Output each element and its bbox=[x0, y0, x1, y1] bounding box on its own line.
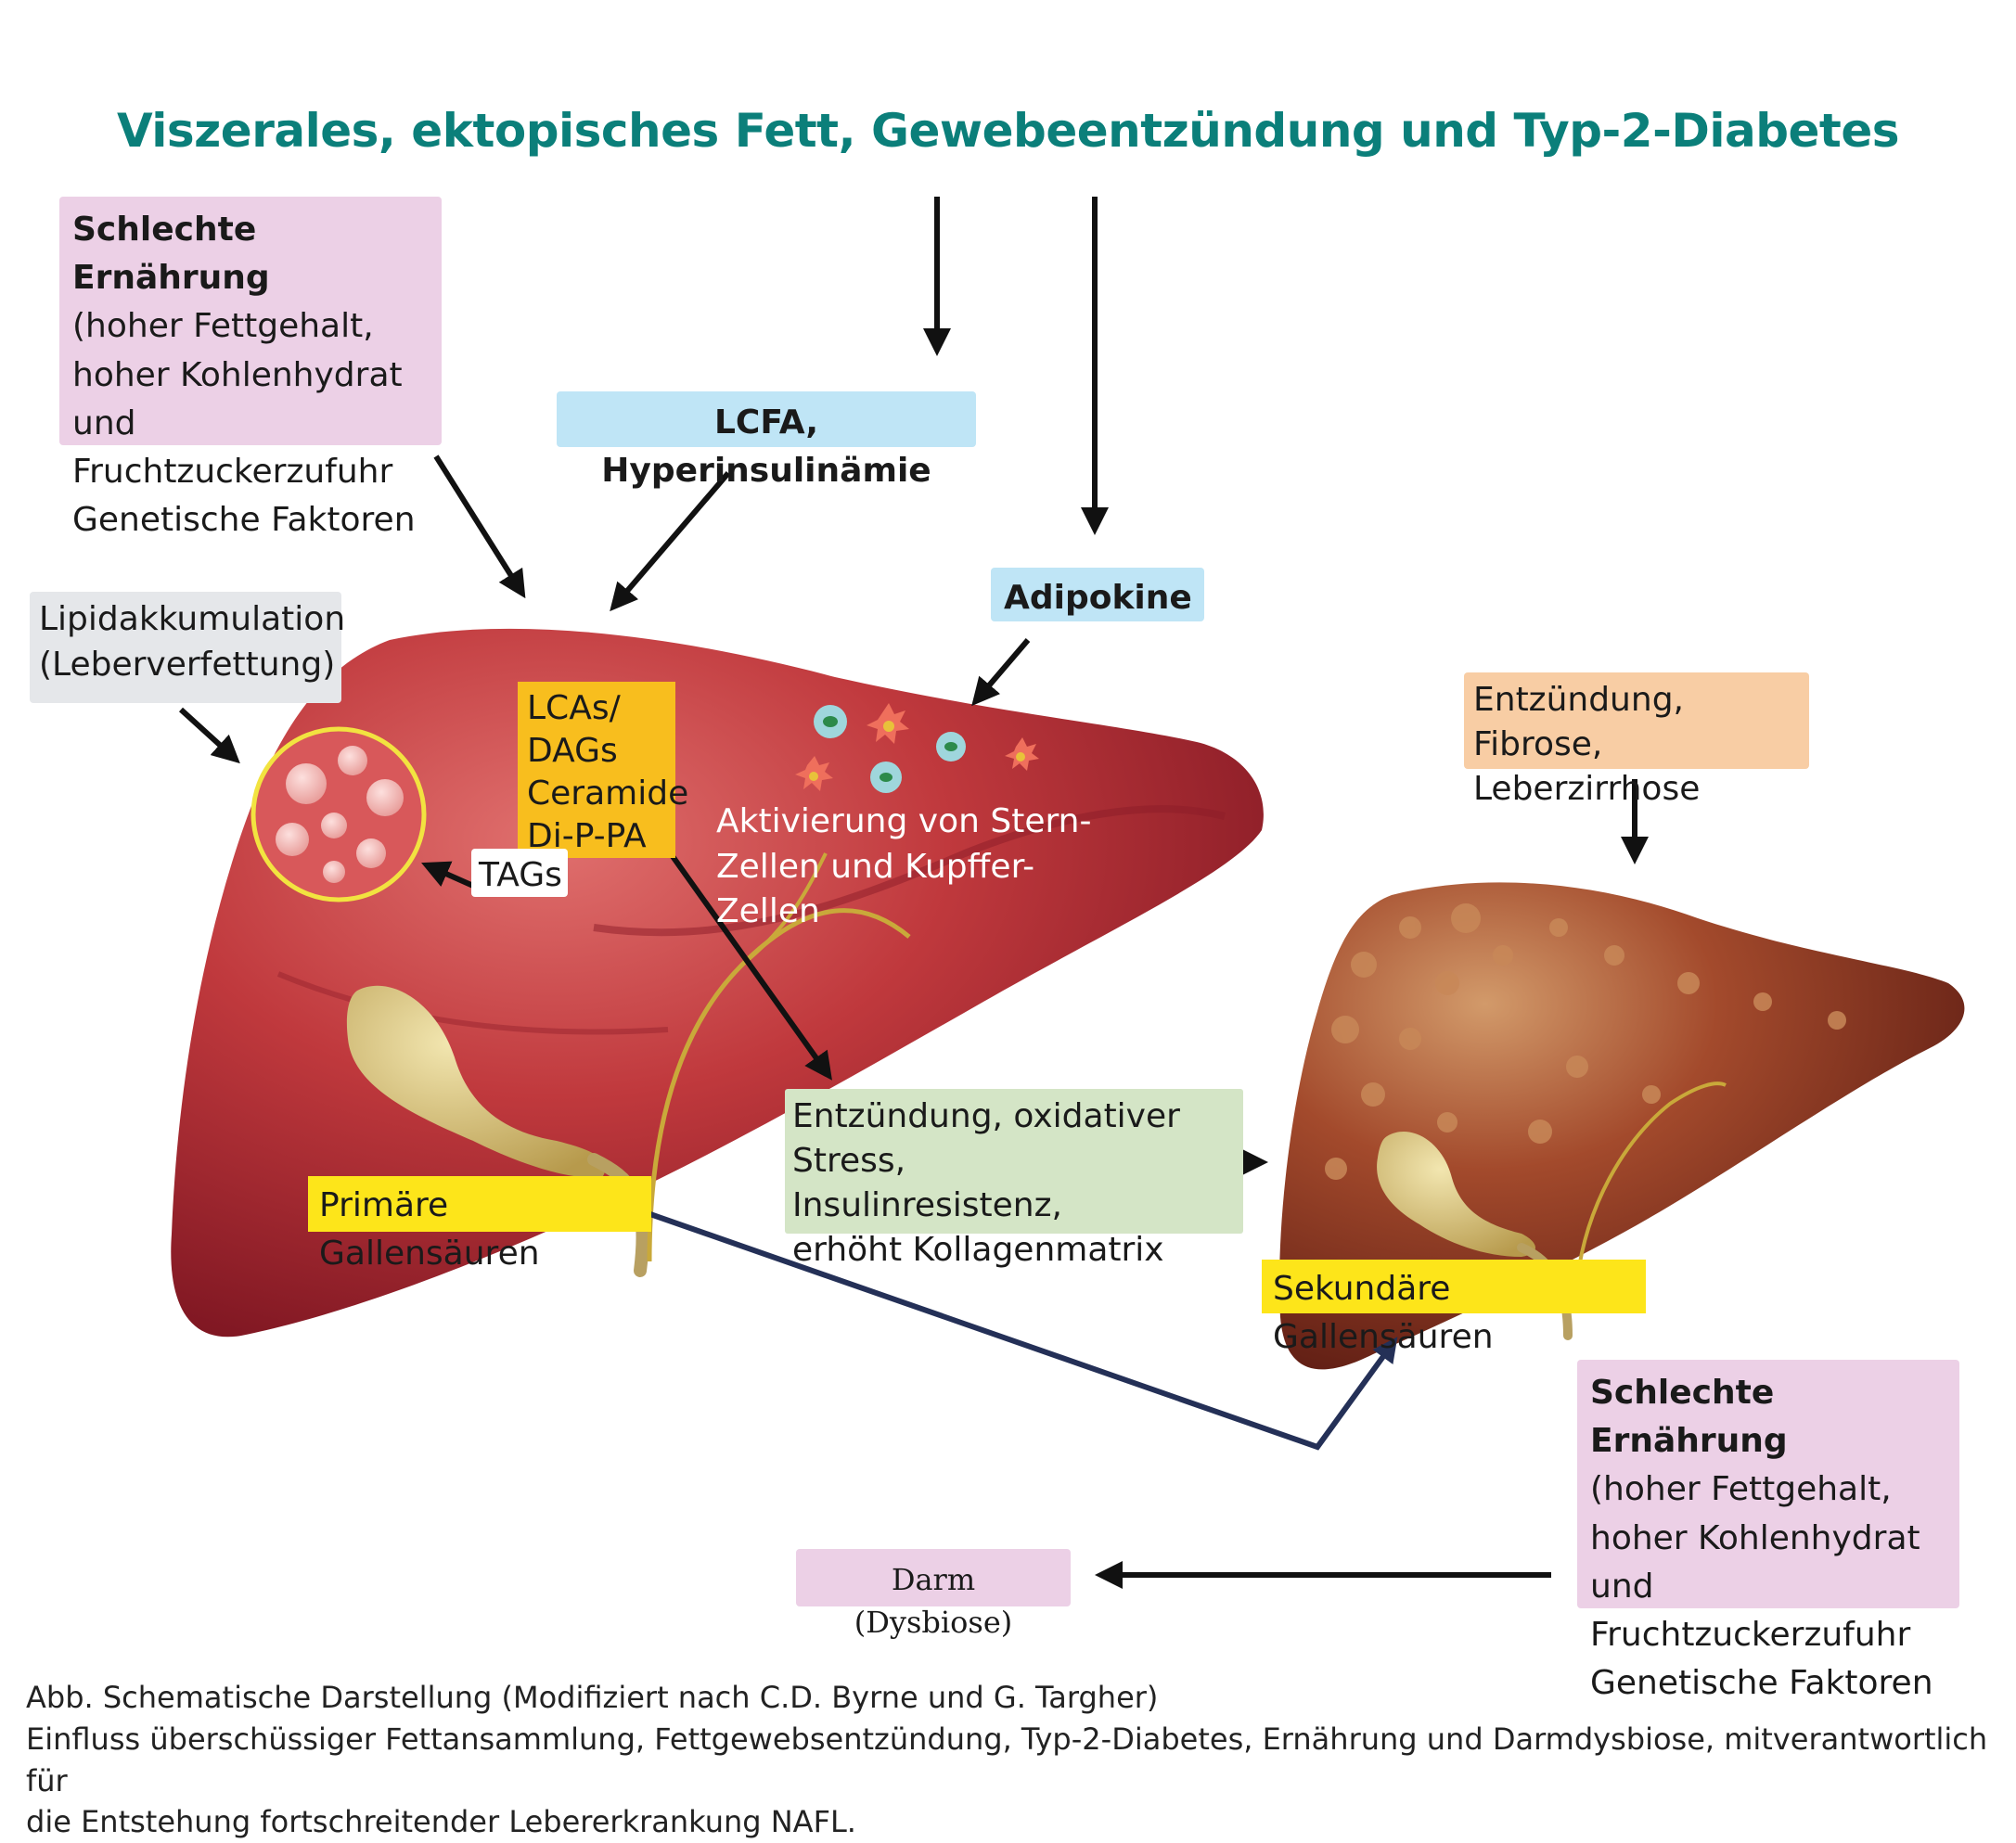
inflammation-line: Entzündung, oxidativer Stress, bbox=[792, 1097, 1180, 1180]
arrow-tags-to-circle bbox=[421, 861, 475, 889]
primary-bile-acids-label: Primäre Gallensäuren bbox=[308, 1176, 651, 1273]
activation-line: Aktivierung von Stern- bbox=[716, 802, 1092, 840]
arrow-lipids-to-inflammation bbox=[658, 838, 832, 1081]
inflammation-line: erhöht Kollagenmatrix bbox=[792, 1230, 1164, 1269]
figure-caption: Abb. Schematische Darstellung (Modifizie… bbox=[26, 1677, 1993, 1843]
lipid-species: Ceramide bbox=[527, 774, 689, 813]
arrow-lcfa-to-liver bbox=[610, 471, 731, 612]
caption-line: Einfluss überschüssiger Fettansammlung, … bbox=[26, 1721, 1988, 1798]
gut-dysbiosis-label: Darm (Dysbiose) bbox=[796, 1549, 1071, 1640]
cirrhotic-liver bbox=[1279, 882, 1965, 1370]
tags-label: TAGs bbox=[471, 849, 568, 897]
diet-line: Genetische Faktoren bbox=[1590, 1664, 1933, 1703]
caption-line: die Entstehung fortschreitender Lebererk… bbox=[26, 1804, 856, 1840]
lipid-line: (Leberverfettung) bbox=[39, 645, 336, 684]
lipid-species: LCAs/ bbox=[527, 689, 621, 727]
fibrosis-line: Entzündung, Fibrose, bbox=[1473, 681, 1684, 763]
arrow-lipid-to-circle bbox=[178, 707, 240, 764]
arrow-bile-pathway bbox=[607, 1197, 1398, 1451]
arrow-adipokine-to-liver bbox=[971, 638, 1031, 707]
diet-line: (hoher Fettgehalt, bbox=[72, 307, 374, 346]
lipid-accumulation-box: Lipidakkumulation (Leberverfettung) bbox=[30, 592, 346, 703]
diet-line: Fruchtzuckerzufuhr bbox=[72, 452, 393, 491]
healthy-liver bbox=[171, 628, 1264, 1337]
inflammation-box: Entzündung, oxidativer Stress, Insulinre… bbox=[785, 1089, 1243, 1269]
diet-heading: Schlechte Ernährung bbox=[1590, 1374, 1788, 1461]
diet-box-top: Schlechte Ernährung (hoher Fettgehalt, h… bbox=[59, 197, 442, 539]
fibrosis-box: Entzündung, Fibrose, Leberzirrhose bbox=[1464, 672, 1809, 808]
activation-text: Aktivierung von Stern- Zellen und Kupffe… bbox=[716, 800, 1124, 930]
diagram-illustration bbox=[171, 197, 1965, 1589]
diet-line: hoher Kohlenhydrat und bbox=[1590, 1518, 1920, 1606]
lipid-line: Lipidakkumulation bbox=[39, 600, 346, 638]
diet-line: Fruchtzuckerzufuhr bbox=[1590, 1615, 1911, 1654]
lipid-species-box: LCAs/ DAGs Ceramide Di-P-PA bbox=[518, 682, 689, 858]
activation-line: Zellen und Kupffer-Zellen bbox=[716, 847, 1035, 931]
lipid-accumulation-circle bbox=[250, 726, 427, 902]
activated-cells-icon bbox=[795, 703, 1039, 793]
adipokine-label: Adipokine bbox=[991, 568, 1204, 621]
arrow-diet-to-liver bbox=[433, 454, 526, 599]
diet-line: Genetische Faktoren bbox=[72, 501, 416, 540]
lcfa-label: LCFA, Hyperinsulinämie bbox=[557, 391, 976, 490]
diet-heading: Schlechte Ernährung bbox=[72, 211, 270, 298]
secondary-bile-acids-label: Sekundäre Gallensäuren bbox=[1262, 1260, 1646, 1356]
diet-line: hoher Kohlenhydrat und bbox=[72, 355, 403, 442]
inflammation-line: Insulinresistenz, bbox=[792, 1185, 1062, 1224]
caption-line: Abb. Schematische Darstellung (Modifizie… bbox=[26, 1680, 1159, 1715]
diet-box-bottom: Schlechte Ernährung (hoher Fettgehalt, h… bbox=[1577, 1360, 1959, 1702]
diet-line: (hoher Fettgehalt, bbox=[1590, 1470, 1892, 1509]
lipid-species: DAGs bbox=[527, 732, 618, 771]
diagram-title: Viszerales, ektopisches Fett, Gewebeentz… bbox=[116, 104, 1900, 158]
fibrosis-line: Leberzirrhose bbox=[1473, 769, 1701, 808]
